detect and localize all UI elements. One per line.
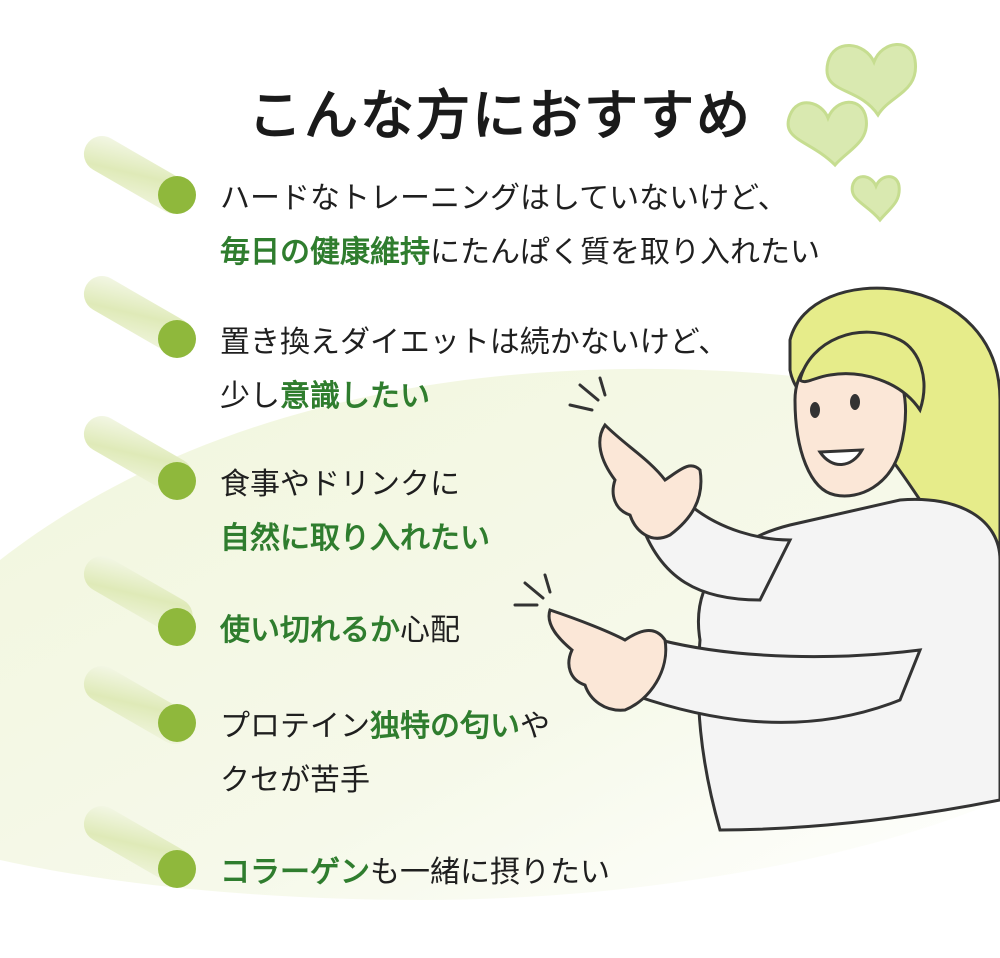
item-text: 置き換えダイエットは続かないけど、 少し意識したい (220, 316, 728, 424)
item-line: 置き換えダイエットは続かないけど、 (220, 316, 728, 370)
item-text-plain: や (520, 709, 550, 744)
item-text-plain: 食事やドリンクに (220, 467, 460, 502)
item-line: プロテイン独特の匂いや (220, 700, 550, 754)
item-text-highlight: 自然に取り入れたい (220, 521, 490, 556)
woman-pointing-illustration (513, 286, 1000, 832)
item-text-highlight: 使い切れるか (220, 613, 400, 648)
bullet-dot-icon (158, 850, 196, 888)
item-line: 毎日の健康維持にたんぱく質を取り入れたい (220, 226, 820, 280)
item-text-plain: 心配 (400, 613, 460, 648)
item-text: 使い切れるか心配 (220, 604, 460, 658)
heart-icon (825, 43, 918, 118)
bullet-dot-icon (158, 704, 196, 742)
bullet-dot-icon (158, 462, 196, 500)
item-line: 食事やドリンクに (220, 458, 490, 512)
heart-icon (850, 175, 901, 223)
bullet-dot-icon (158, 608, 196, 646)
item-line: クセが苦手 (220, 754, 550, 808)
item-text-highlight: 毎日の健康維持 (220, 235, 430, 270)
bullet-dot-icon (158, 320, 196, 358)
item-text-plain: プロテイン (220, 709, 370, 744)
item-text: 食事やドリンクに 自然に取り入れたい (220, 458, 490, 566)
item-line: ハードなトレーニングはしていないけど、 (220, 172, 820, 226)
item-text-plain: 少し (220, 379, 280, 414)
item-text-plain: にたんぱく質を取り入れたい (430, 235, 820, 270)
item-line: 自然に取り入れたい (220, 512, 490, 566)
item-text-highlight: コラーゲン (220, 855, 370, 890)
item-line: 少し意識したい (220, 370, 728, 424)
item-text: ハードなトレーニングはしていないけど、 毎日の健康維持にたんぱく質を取り入れたい (220, 172, 820, 280)
item-line: 使い切れるか心配 (220, 604, 460, 658)
item-text-highlight: 意識したい (280, 379, 430, 414)
item-text-plain: 置き換えダイエットは続かないけど、 (220, 325, 729, 360)
item-text: プロテイン独特の匂いや クセが苦手 (220, 700, 550, 808)
item-text-plain: ハードなトレーニングはしていないけど、 (220, 181, 788, 216)
item-text-plain: も一緒に摂りたい (370, 855, 610, 890)
heart-icon (786, 100, 868, 168)
item-text-plain: クセが苦手 (220, 763, 370, 798)
bullet-dot-icon (158, 176, 196, 214)
item-text-highlight: 独特の匂い (370, 709, 520, 744)
item-text: コラーゲンも一緒に摂りたい (220, 846, 610, 900)
page-title: こんな方におすすめ (248, 84, 752, 147)
item-line: コラーゲンも一緒に摂りたい (220, 846, 610, 900)
